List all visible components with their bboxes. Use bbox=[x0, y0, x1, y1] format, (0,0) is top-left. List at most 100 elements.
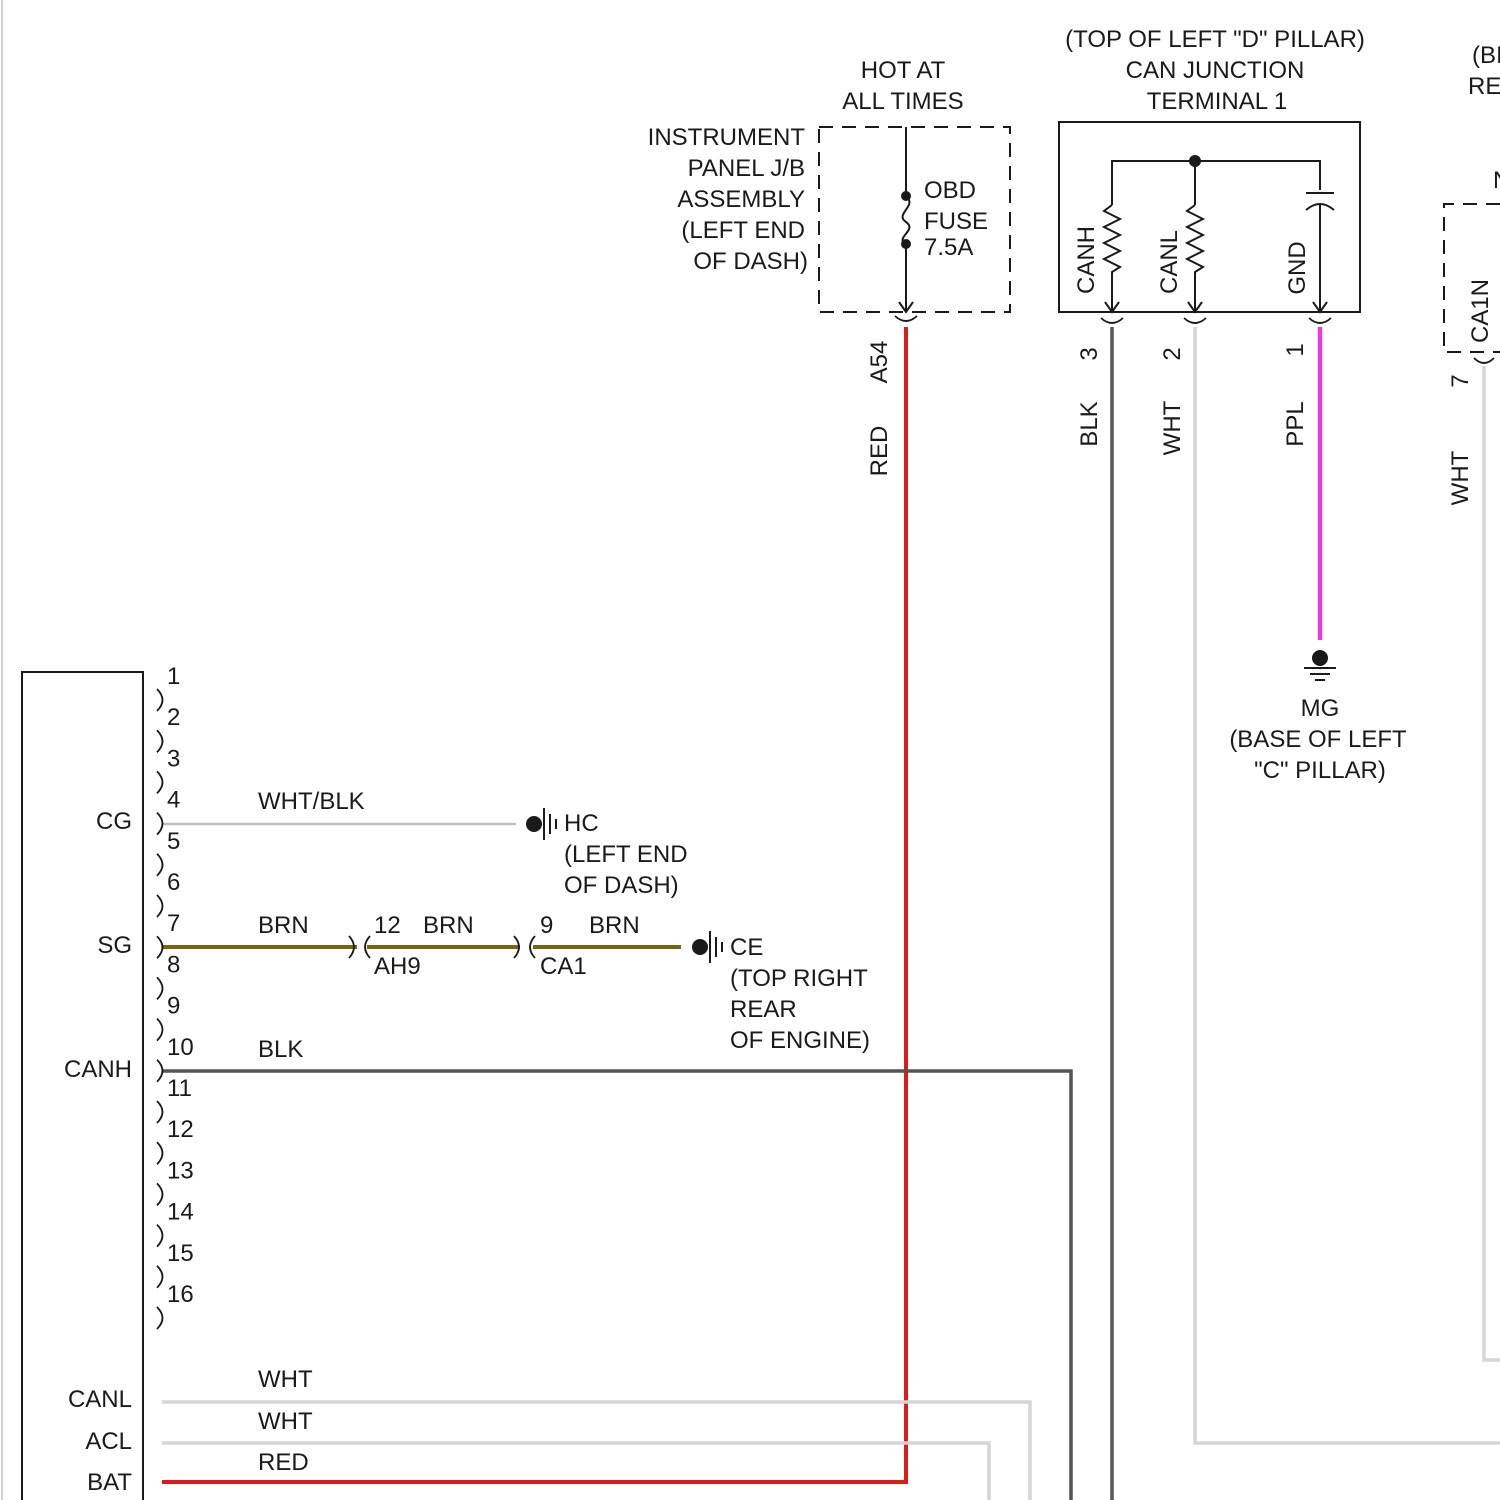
wire-label-brn-1: BRN bbox=[258, 912, 309, 939]
jb-label-5: OF DASH) bbox=[693, 248, 808, 275]
ground-ce-location-3: OF ENGINE) bbox=[730, 1027, 870, 1054]
connector-ca1n-hook bbox=[1474, 358, 1494, 363]
hot-at-all-times-1: HOT AT bbox=[861, 57, 946, 84]
connector-pin-hook bbox=[157, 771, 163, 793]
connector-pin-number: 13 bbox=[167, 1157, 194, 1184]
connector-pin-hook bbox=[157, 977, 163, 999]
wire-label-brn-3: BRN bbox=[589, 912, 640, 939]
ground-ce-name: CE bbox=[730, 934, 763, 961]
ground-symbol-ce bbox=[692, 931, 722, 963]
ca1n-white-wire bbox=[1484, 366, 1500, 1360]
inline-pin-12: 12 bbox=[374, 912, 401, 939]
pin-label-canl: CANL bbox=[68, 1386, 132, 1413]
connector-pin-hook bbox=[157, 1225, 163, 1247]
red-wire bbox=[162, 327, 906, 1482]
wire-label-wht-14: WHT bbox=[258, 1366, 313, 1393]
wire-label-ppl-vertical: PPL bbox=[1282, 401, 1309, 446]
ground-mg-location-2: "C" PILLAR) bbox=[1254, 757, 1386, 784]
pillar-label-1: (TOP OF LEFT "D" PILLAR) bbox=[1065, 26, 1365, 53]
jb-label-1: INSTRUMENT bbox=[648, 124, 806, 151]
wire-label-wht-ca1n: WHT bbox=[1447, 450, 1474, 505]
fuse-label-1: OBD bbox=[924, 177, 976, 204]
connector-pin-number: 10 bbox=[167, 1034, 194, 1061]
connector-pin-hook bbox=[157, 1060, 163, 1082]
pin-label-bat: BAT bbox=[87, 1469, 132, 1496]
connector-pin-hook bbox=[157, 936, 163, 958]
wire-label-blk: BLK bbox=[258, 1036, 303, 1063]
connector-pin-hook bbox=[157, 1266, 163, 1288]
connector-pin-number: 3 bbox=[167, 745, 180, 772]
wire-label-red-16: RED bbox=[258, 1449, 309, 1476]
connector-pin-hook bbox=[157, 813, 163, 835]
ground-hc-name: HC bbox=[564, 810, 599, 837]
connector-pin-number: 5 bbox=[167, 828, 180, 855]
connector-pin-number: 8 bbox=[167, 951, 180, 978]
ground-symbol-hc bbox=[526, 808, 556, 840]
connector-pin-hook bbox=[157, 730, 163, 752]
ground-symbol-mg bbox=[1304, 650, 1336, 680]
connector-pin-hook bbox=[157, 689, 163, 711]
junction-label-canl: CANL bbox=[1156, 230, 1183, 294]
data-link-connector-body bbox=[22, 672, 143, 1500]
ground-hc-location-1: (LEFT END bbox=[564, 841, 688, 868]
wire-label-wht-vertical: WHT bbox=[1159, 400, 1186, 455]
pillar-label-3: TERMINAL 1 bbox=[1147, 88, 1287, 115]
connector-label-a54: A54 bbox=[866, 341, 893, 384]
connector-label-ca1: CA1 bbox=[540, 953, 587, 980]
connector-pin-number: 2 bbox=[167, 704, 180, 731]
pin-label-cg: CG bbox=[96, 808, 132, 835]
pin-label-canh: CANH bbox=[64, 1056, 132, 1083]
ground-ce-location-1: (TOP RIGHT bbox=[730, 965, 868, 992]
connector-pin-number: 7 bbox=[167, 910, 180, 937]
jb-label-2: PANEL J/B bbox=[688, 155, 805, 182]
jb-label-3: ASSEMBLY bbox=[677, 186, 805, 213]
fuse-terminal-top bbox=[901, 191, 911, 201]
wire-label-whtblk: WHT/BLK bbox=[258, 788, 365, 815]
ground-mg-location-1: (BASE OF LEFT bbox=[1229, 726, 1407, 753]
connector-pin-number: 6 bbox=[167, 869, 180, 896]
hot-at-all-times-2: ALL TIMES bbox=[842, 88, 963, 115]
connector-pin-hook bbox=[157, 1019, 163, 1041]
pillar-label-2: CAN JUNCTION bbox=[1126, 57, 1305, 84]
fuse-label-3: 7.5A bbox=[924, 234, 973, 261]
jb-label-4: (LEFT END bbox=[681, 217, 805, 244]
connector-pin-hook bbox=[157, 895, 163, 917]
ground-mg-name: MG bbox=[1301, 695, 1340, 722]
connector-pin-hook bbox=[157, 854, 163, 876]
wire-label-blk-vertical: BLK bbox=[1076, 401, 1103, 446]
connector-label-ca1n: CA1N bbox=[1467, 279, 1494, 343]
wire-label-wht-15: WHT bbox=[258, 1408, 313, 1435]
wire-label-brn-2: BRN bbox=[423, 912, 474, 939]
connector-pin-hook bbox=[157, 1307, 163, 1329]
connector-pin-hook bbox=[157, 1183, 163, 1205]
can-junction-box bbox=[1059, 122, 1360, 312]
pin-label-sg: SG bbox=[97, 932, 132, 959]
junction-label-canh: CANH bbox=[1073, 226, 1100, 294]
canh-black-wire bbox=[162, 1071, 1071, 1500]
junction-connector-hooks bbox=[1101, 318, 1331, 323]
connector-label-ah9: AH9 bbox=[374, 953, 421, 980]
junction-label-gnd: GND bbox=[1284, 241, 1311, 294]
right-cut-label-2: RE bbox=[1468, 73, 1500, 100]
junction-pin-1: 1 bbox=[1282, 343, 1309, 356]
ground-ce-location-2: REAR bbox=[730, 996, 797, 1023]
right-cut-label-1: (BI bbox=[1472, 42, 1500, 69]
ground-hc-location-2: OF DASH) bbox=[564, 872, 679, 899]
junction-pin-3: 3 bbox=[1076, 347, 1103, 360]
connector-pin-number: 11 bbox=[167, 1075, 192, 1102]
inline-pin-9: 9 bbox=[540, 912, 553, 939]
pin-label-acl: ACL bbox=[85, 1428, 132, 1455]
connector-pin-hook bbox=[157, 1101, 163, 1123]
connector-pin-number: 14 bbox=[167, 1199, 194, 1226]
connector-a54 bbox=[895, 316, 917, 321]
connector-pin-number: 4 bbox=[167, 787, 180, 814]
connector-pin-number: 16 bbox=[167, 1281, 194, 1308]
junction-pin-2: 2 bbox=[1159, 347, 1186, 360]
connector-pin-number: 1 bbox=[167, 663, 180, 690]
connector-pin-number: 9 bbox=[167, 993, 180, 1020]
connector-pin-hooks bbox=[157, 689, 163, 1329]
right-cut-label-3: N bbox=[1493, 167, 1500, 194]
connector-pin-number: 15 bbox=[167, 1240, 194, 1267]
